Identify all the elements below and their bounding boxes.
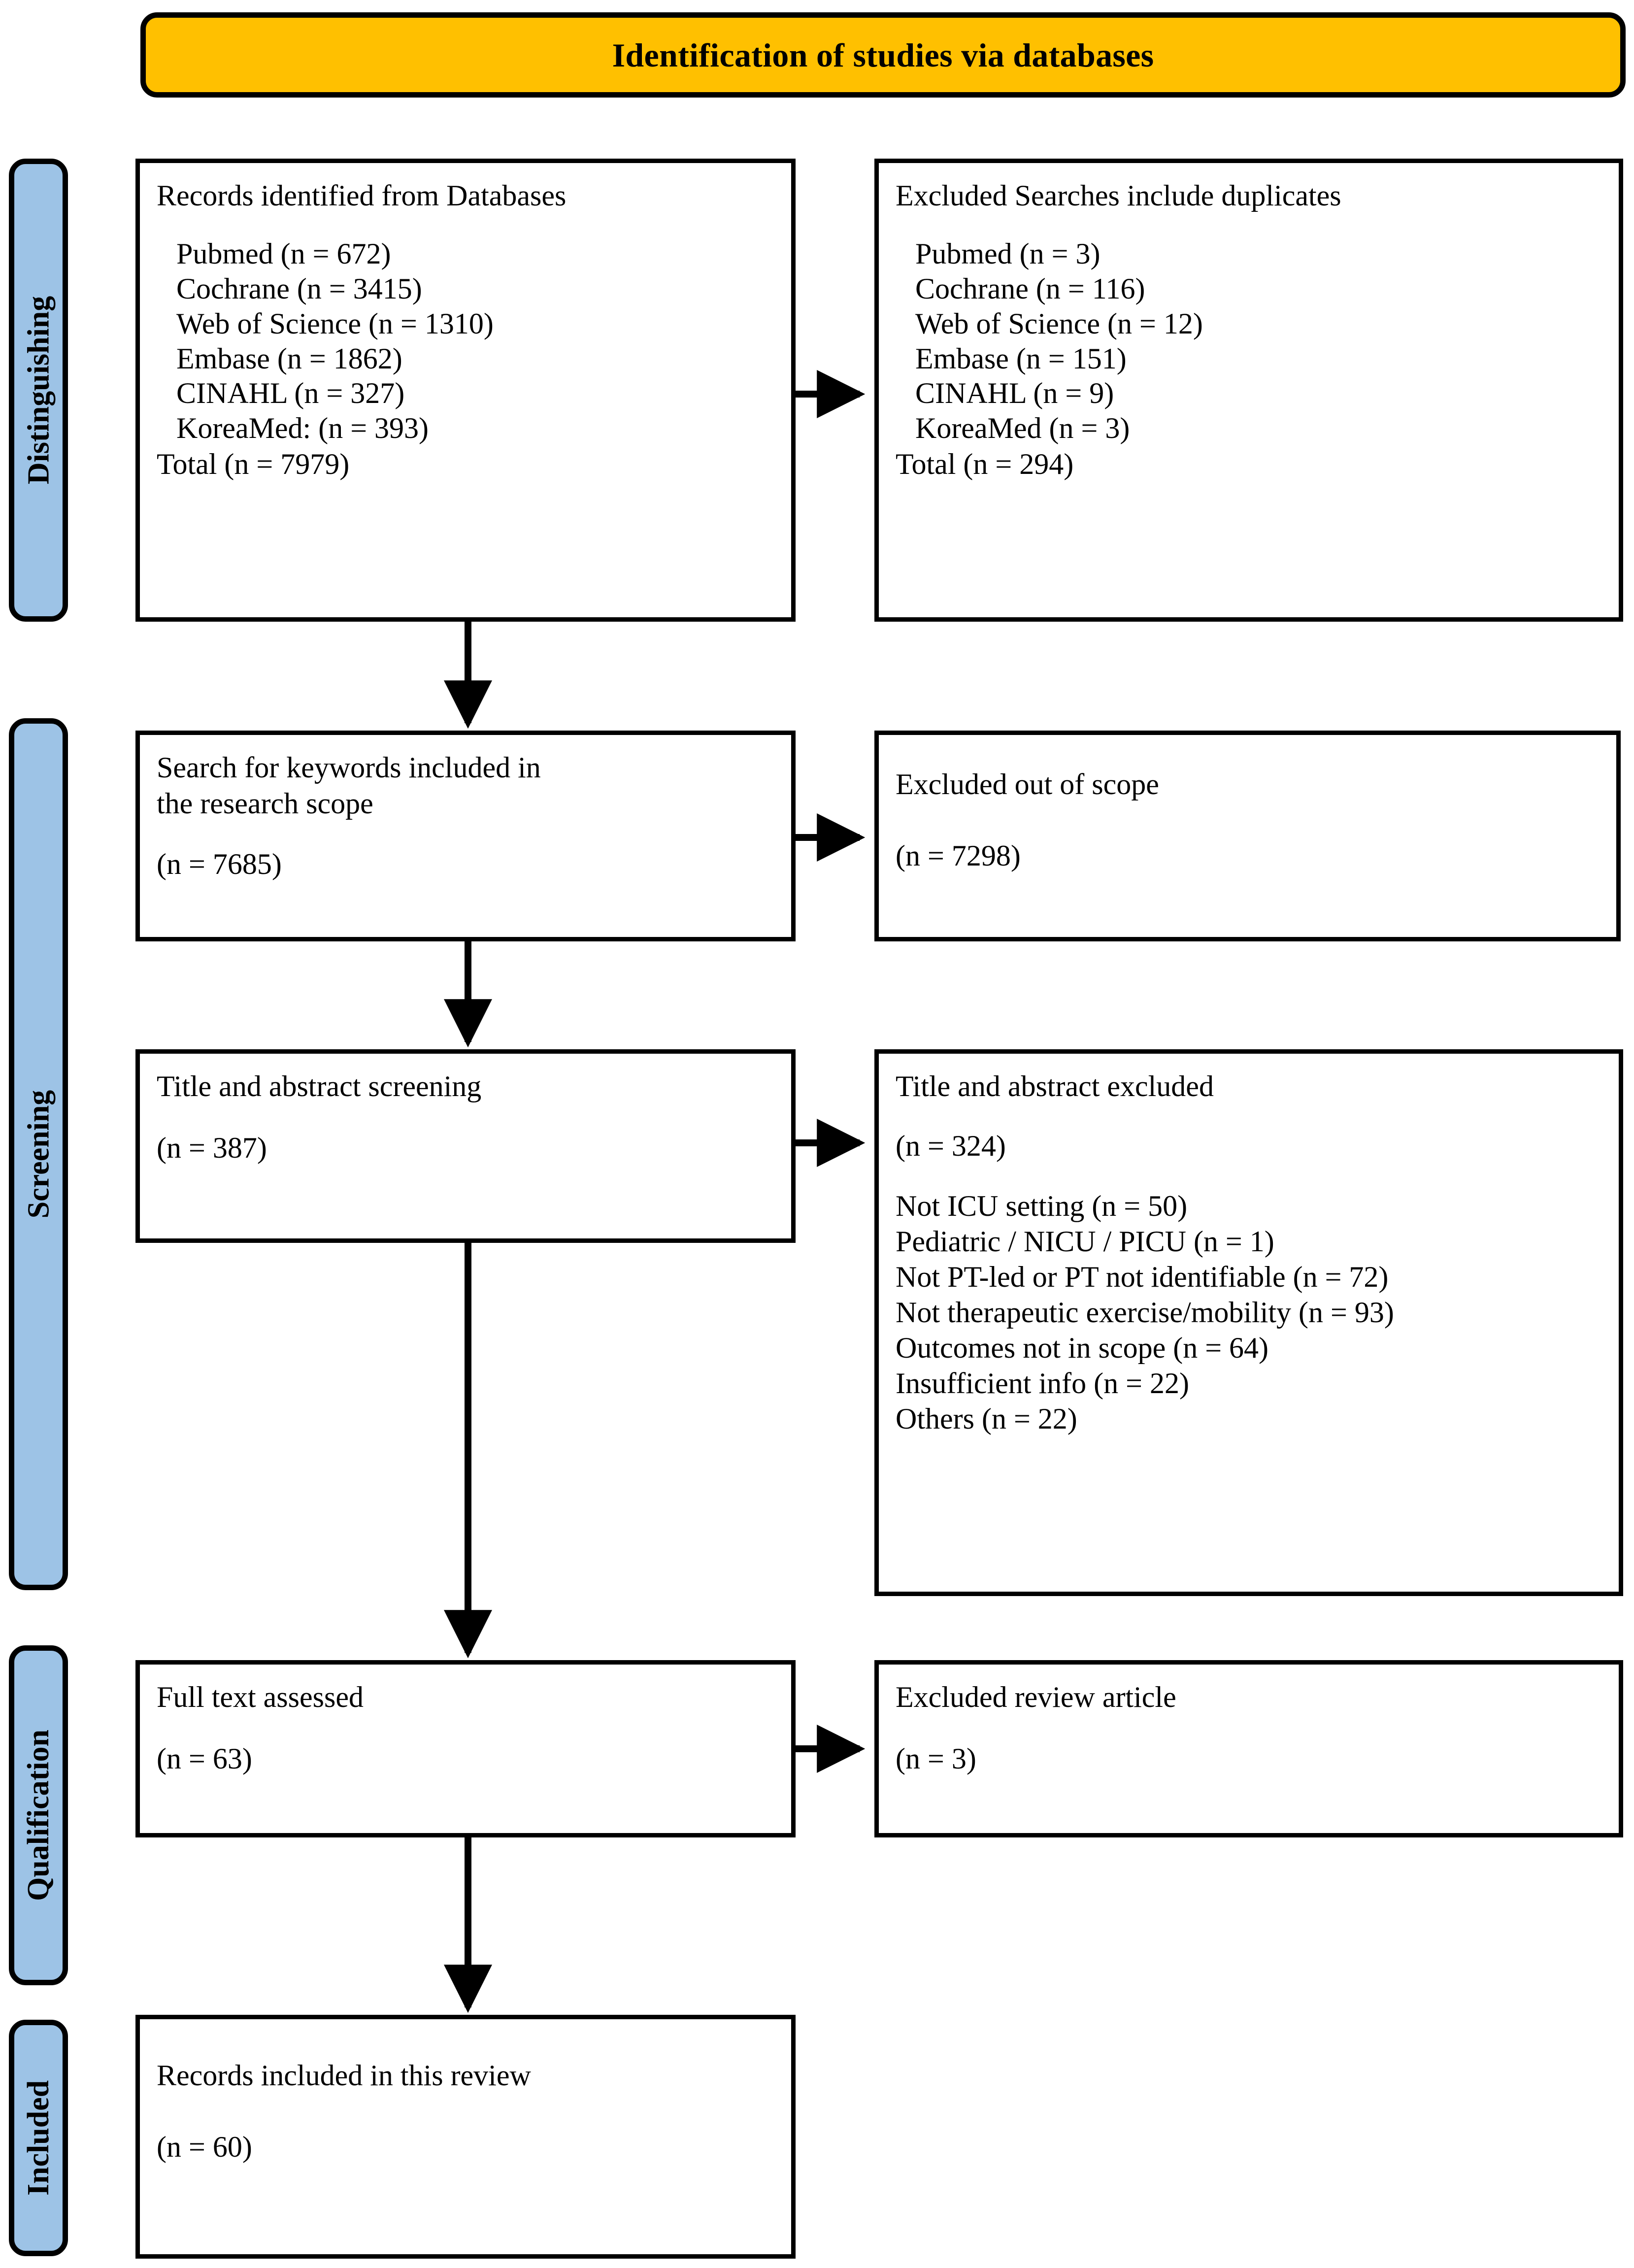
stage-label-qualification: Qualification [22, 1730, 55, 1901]
diagram-header-banner: Identification of studies via databases [140, 12, 1626, 98]
excluded-review-article-count: (n = 3) [896, 1742, 976, 1775]
box-title-abstract-screening: Title and abstract screening (n = 387) [135, 1049, 796, 1243]
list-item: Pubmed (n = 672) [176, 237, 391, 270]
list-item: CINAHL (n = 327) [176, 377, 405, 410]
list-item: Cochrane (n = 3415) [176, 272, 422, 305]
excluded-out-of-scope-title: Excluded out of scope [896, 768, 1159, 800]
stage-pill-distinguishing: Distinguishing [9, 159, 68, 622]
box-records-included: Records included in this review (n = 60) [135, 2015, 796, 2259]
records-identified-title: Records identified from Databases [157, 179, 567, 212]
box-keyword-search: Search for keywords included in the rese… [135, 731, 796, 941]
stage-label-included: Included [22, 2080, 56, 2196]
box-full-text-assessed: Full text assessed (n = 63) [135, 1660, 796, 1837]
title-abstract-excluded-reason-list: Not ICU setting (n = 50) Pediatric / NIC… [896, 1188, 1602, 1436]
keyword-search-count: (n = 7685) [157, 848, 282, 881]
title-abstract-screening-count: (n = 387) [157, 1132, 267, 1165]
diagram-title: Identification of studies via databases [612, 36, 1154, 74]
excluded-review-article-title: Excluded review article [896, 1681, 1176, 1713]
list-item: Web of Science (n = 12) [915, 307, 1203, 340]
records-included-count: (n = 60) [157, 2131, 252, 2164]
keyword-search-title: Search for keywords included in the rese… [157, 751, 541, 820]
list-item: Outcomes not in scope (n = 64) [896, 1332, 1269, 1365]
box-excluded-duplicates: Excluded Searches include duplicates Pub… [874, 159, 1623, 622]
list-item: Insufficient info (n = 22) [896, 1367, 1189, 1400]
records-included-title: Records included in this review [157, 2059, 531, 2092]
stage-label-distinguishing: Distinguishing [22, 296, 56, 485]
list-item: KoreaMed: (n = 393) [176, 412, 429, 445]
full-text-assessed-count: (n = 63) [157, 1742, 252, 1775]
full-text-assessed-title: Full text assessed [157, 1681, 364, 1713]
list-item: Cochrane (n = 116) [915, 272, 1145, 305]
stage-pill-qualification: Qualification [9, 1645, 68, 1985]
title-abstract-excluded-count: (n = 324) [896, 1130, 1006, 1163]
list-item: Pediatric / NICU / PICU (n = 1) [896, 1225, 1274, 1258]
box-excluded-out-of-scope: Excluded out of scope (n = 7298) [874, 731, 1621, 941]
list-item: Not PT-led or PT not identifiable (n = 7… [896, 1261, 1389, 1294]
list-item: Embase (n = 151) [915, 342, 1127, 375]
excluded-duplicates-source-list: Pubmed (n = 3) Cochrane (n = 116) Web of… [896, 236, 1602, 446]
records-identified-total: Total (n = 7979) [157, 447, 350, 480]
title-abstract-excluded-title: Title and abstract excluded [896, 1070, 1214, 1102]
list-item: CINAHL (n = 9) [915, 377, 1114, 410]
excluded-duplicates-total: Total (n = 294) [896, 447, 1074, 480]
stage-pill-screening: Screening [9, 718, 68, 1590]
title-abstract-screening-title: Title and abstract screening [157, 1070, 482, 1102]
stage-pill-included: Included [9, 2020, 68, 2256]
list-item: Embase (n = 1862) [176, 342, 402, 375]
excluded-out-of-scope-count: (n = 7298) [896, 839, 1021, 872]
list-item: Others (n = 22) [896, 1402, 1077, 1435]
box-title-abstract-excluded: Title and abstract excluded (n = 324) No… [874, 1049, 1623, 1596]
box-records-identified: Records identified from Databases Pubmed… [135, 159, 796, 622]
list-item: Web of Science (n = 1310) [176, 307, 494, 340]
box-excluded-review-article: Excluded review article (n = 3) [874, 1660, 1623, 1837]
records-identified-source-list: Pubmed (n = 672) Cochrane (n = 3415) Web… [157, 236, 774, 446]
list-item: KoreaMed (n = 3) [915, 412, 1130, 445]
list-item: Pubmed (n = 3) [915, 237, 1100, 270]
list-item: Not therapeutic exercise/mobility (n = 9… [896, 1296, 1394, 1329]
excluded-duplicates-title: Excluded Searches include duplicates [896, 179, 1341, 212]
list-item: Not ICU setting (n = 50) [896, 1190, 1188, 1223]
stage-label-screening: Screening [22, 1090, 55, 1219]
